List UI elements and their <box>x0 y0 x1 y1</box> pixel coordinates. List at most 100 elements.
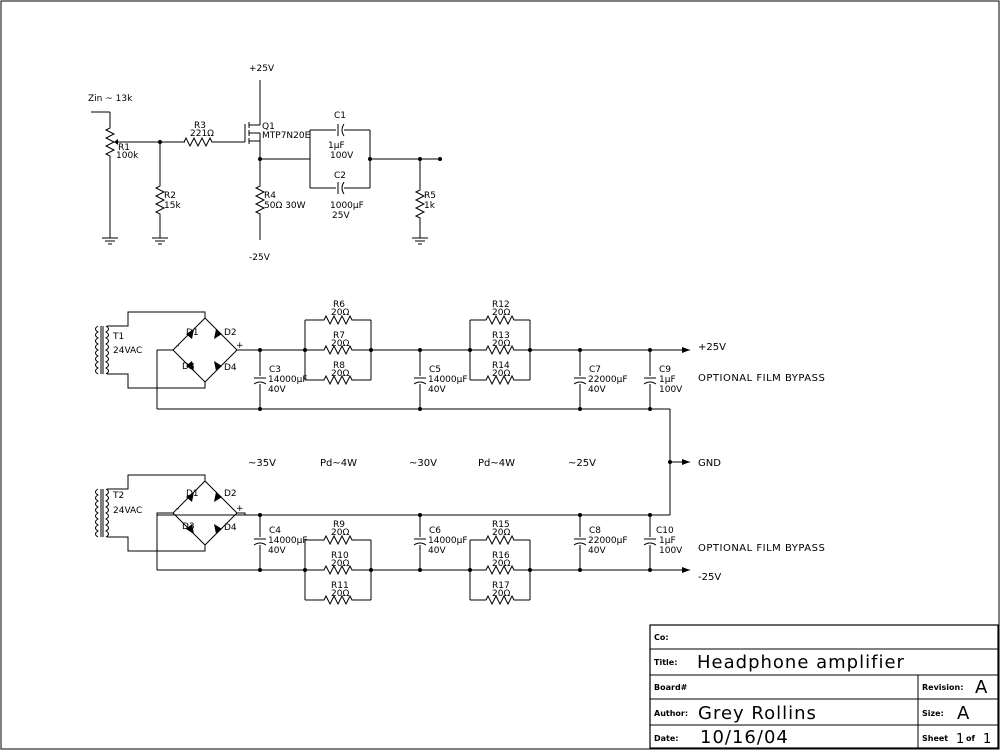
size-label: Size: <box>922 709 944 718</box>
author-label: Author: <box>654 709 688 718</box>
pos-out-label: +25V <box>698 342 726 353</box>
r17-val: 20Ω <box>492 589 510 599</box>
c2-val1: 1000µF <box>330 201 364 211</box>
c8-ref: C8 <box>589 526 601 536</box>
r2-val: 15k <box>164 201 181 211</box>
d3-ref: D3 <box>182 362 195 372</box>
size-value: A <box>957 703 970 724</box>
revision-label: Revision: <box>922 683 963 692</box>
c9-val2: 100V <box>659 385 683 395</box>
r12-val: 20Ω <box>492 308 510 318</box>
neg-rail-label: -25V <box>249 253 271 263</box>
title-label: Title: <box>654 658 677 667</box>
r2-ref: R2 <box>164 191 176 201</box>
gnd-label: GND <box>698 458 721 469</box>
c5-val1: 14000µF <box>428 375 468 385</box>
r4-val: 50Ω 30W <box>264 201 306 211</box>
co-label: Co: <box>654 633 669 642</box>
c1-val2: 100V <box>330 151 354 161</box>
sheet-label: Sheet <box>922 734 948 743</box>
c6-val1: 14000µF <box>428 536 468 546</box>
r5-ref: R5 <box>424 191 436 201</box>
r11-val: 20Ω <box>331 589 349 599</box>
r6-ref: R6 <box>333 300 345 310</box>
c1-val1: 1µF <box>328 141 345 151</box>
r14-ref: R14 <box>492 361 510 371</box>
d4-ref: D4 <box>224 363 237 373</box>
c3-val1: 14000µF <box>268 375 308 385</box>
bridge-rectifier-1-icon <box>172 317 238 383</box>
d2-ref: D2 <box>224 328 237 338</box>
c5-ref: C5 <box>429 365 441 375</box>
mid-label-4: Pd~4W <box>478 458 515 469</box>
title-value: Headphone amplifier <box>697 652 905 673</box>
r9-val: 20Ω <box>331 528 349 538</box>
c1-ref: C1 <box>334 111 346 121</box>
transformer-t1-icon <box>95 325 109 375</box>
c3-ref: C3 <box>269 365 281 375</box>
c7-val2: 40V <box>588 385 606 395</box>
r7-val: 20Ω <box>331 339 349 349</box>
neg-out-label: -25V <box>698 572 721 583</box>
c6-val2: 40V <box>428 546 446 556</box>
d1b-ref: D1 <box>186 489 199 499</box>
r10-ref: R10 <box>331 551 349 561</box>
sheet-num: 1 <box>956 732 964 747</box>
r15-ref: R15 <box>492 520 510 530</box>
author-value: Grey Rollins <box>698 703 817 724</box>
mid-label-2: Pd~4W <box>320 458 357 469</box>
c10-val1: 1µF <box>659 536 676 546</box>
c2-ref: C2 <box>334 171 346 181</box>
c2-val2: 25V <box>332 211 350 221</box>
t2-ref: T2 <box>112 491 124 501</box>
title-block: Co: Title: Headphone amplifier Board# Re… <box>649 624 999 749</box>
c8-val2: 40V <box>588 546 606 556</box>
c9-ref: C9 <box>659 365 671 375</box>
r6-val: 20Ω <box>331 308 349 318</box>
r17-ref: R17 <box>492 581 510 591</box>
c4-ref: C4 <box>269 526 281 536</box>
minus-sign: - <box>176 341 179 351</box>
r1-ref: R1 <box>118 143 130 153</box>
r12-ref: R12 <box>492 300 510 310</box>
c10-val2: 100V <box>659 546 683 556</box>
bridge-rectifier-2-icon <box>172 480 238 546</box>
t1-val: 24VAC <box>113 346 142 356</box>
c4-val1: 14000µF <box>268 536 308 546</box>
film-bypass-note-top: OPTIONAL FILM BYPASS <box>698 373 825 384</box>
t1-ref: T1 <box>112 332 124 342</box>
c6-ref: C6 <box>429 526 441 536</box>
c4-val2: 40V <box>268 546 286 556</box>
r1-val: 100k <box>116 151 139 161</box>
sheet-total: 1 <box>983 732 991 747</box>
q1-ref: Q1 <box>262 122 275 132</box>
r3-val: 221Ω <box>190 129 214 139</box>
r7-ref: R7 <box>333 331 345 341</box>
power-supply-circuit: T1 24VAC D1 D2 D3 D4 - + <box>95 300 825 605</box>
d1-ref: D1 <box>186 328 199 338</box>
r3-ref: R3 <box>194 121 206 131</box>
sheet-of: of <box>966 734 975 743</box>
plus-sign: + <box>236 341 244 351</box>
q1-val: MTP7N20E <box>262 131 311 141</box>
positive-supply: T1 24VAC D1 D2 D3 D4 - + <box>95 300 825 411</box>
r8-ref: R8 <box>333 361 345 371</box>
t2-val: 24VAC <box>113 506 142 516</box>
r4-ref: R4 <box>264 191 276 201</box>
r14-val: 20Ω <box>492 369 510 379</box>
r16-val: 20Ω <box>492 559 510 569</box>
minus-sign-2: - <box>176 504 179 514</box>
r13-ref: R13 <box>492 331 510 341</box>
zin-label: Zin ~ 13k <box>88 94 133 104</box>
r16-ref: R16 <box>492 551 510 561</box>
c9-val1: 1µF <box>659 375 676 385</box>
board-label: Board# <box>654 683 688 692</box>
mid-label-5: ~25V <box>568 458 596 469</box>
amplifier-circuit: Zin ~ 13k +25V -25V R1 100k R2 15k R3 22… <box>88 64 442 263</box>
d3b-ref: D3 <box>182 522 195 532</box>
d2b-ref: D2 <box>224 489 237 499</box>
r10-val: 20Ω <box>331 559 349 569</box>
ground-bus: GND <box>668 409 721 515</box>
